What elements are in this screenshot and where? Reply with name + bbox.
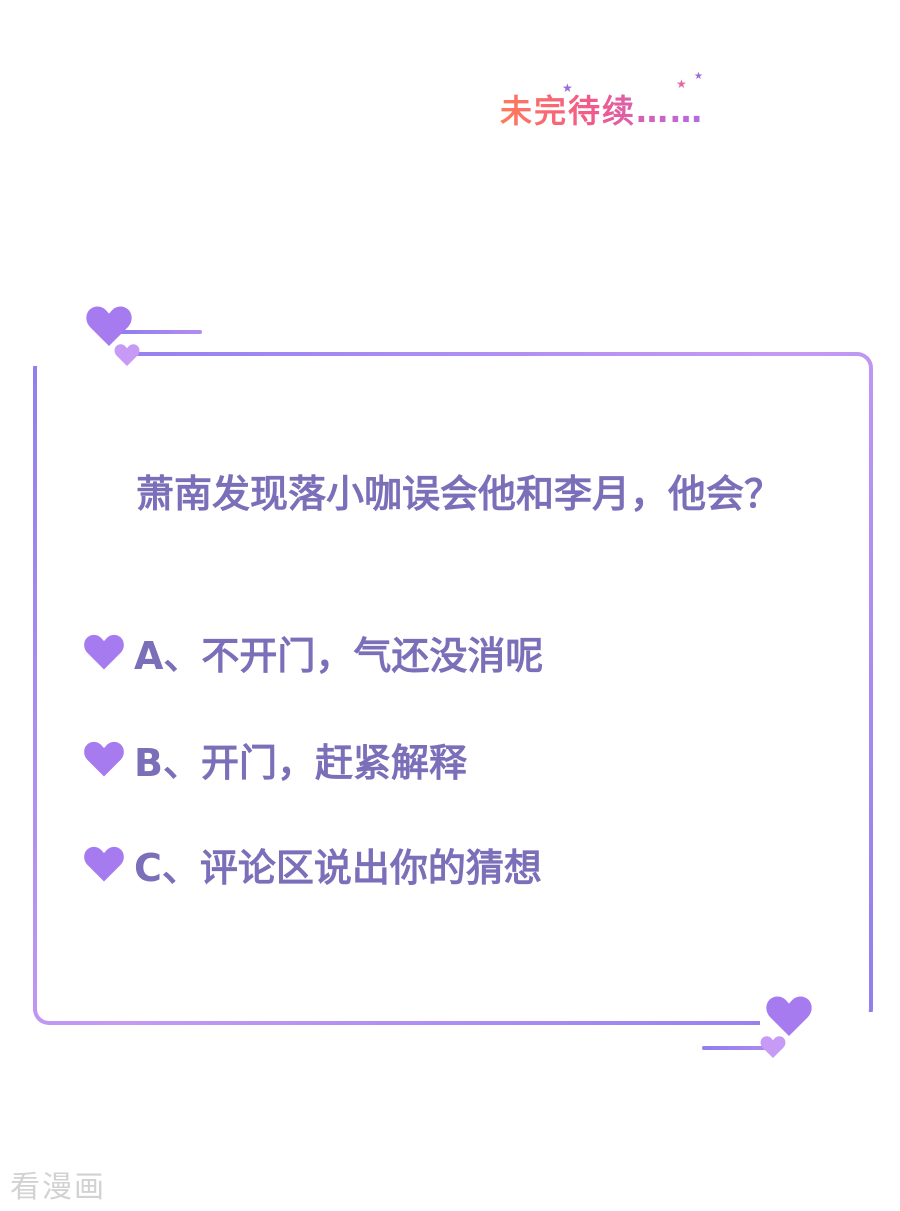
poll-frame [33,352,873,1025]
heart-icon [760,1036,786,1058]
poll-option-a[interactable]: A、不开门，气还没消呢 [84,624,543,680]
heart-icon [84,741,124,777]
heart-icon [84,634,124,670]
star-icon: ★ [676,77,687,91]
decorative-line [120,330,202,334]
star-icon: ★ [562,81,573,95]
decorative-line [702,1046,782,1050]
to-be-continued-text: 未完待续…… [500,86,704,132]
heart-icon [86,306,132,346]
option-label: B、开门，赶紧解释 [134,740,467,785]
heart-icon [84,846,124,882]
poll-question: 萧南发现落小咖误会他和李月，他会？ [136,472,783,516]
option-label: A、不开门，气还没消呢 [134,633,544,678]
star-icon: ★ [694,71,703,82]
watermark: 看漫画 [10,1170,106,1205]
option-label: C、评论区说出你的猜想 [134,845,542,890]
heart-icon [766,996,812,1036]
poll-option-b[interactable]: B、开门，赶紧解释 [84,731,467,787]
heart-icon [114,344,140,366]
poll-option-c[interactable]: C、评论区说出你的猜想 [84,836,542,892]
